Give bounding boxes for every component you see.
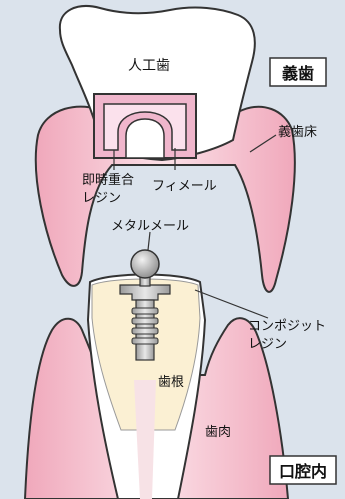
label-composite-2: レジン [248,337,287,352]
label-immediate-resin-1: 即時重合 [82,172,134,188]
label-immediate-resin-2: レジン [82,191,121,206]
denture-title-box: 義歯 [270,58,326,86]
label-gum: 歯肉 [205,425,231,440]
intraoral-title-box: 口腔内 [270,456,336,484]
label-intraoral: 口腔内 [279,462,327,481]
label-female: フィメール [152,179,217,194]
label-artificial-tooth: 人工歯 [128,58,170,74]
label-composite-1: コンポジット [248,319,326,334]
metal-male-ball [131,250,159,278]
female-socket [126,119,164,158]
label-metal-male: メタルメール [111,219,189,234]
intraoral-part [25,250,288,499]
denture-part [36,6,295,292]
label-denture: 義歯 [282,64,314,83]
label-denture-base: 義歯床 [278,124,317,140]
label-root: 歯根 [158,375,184,390]
